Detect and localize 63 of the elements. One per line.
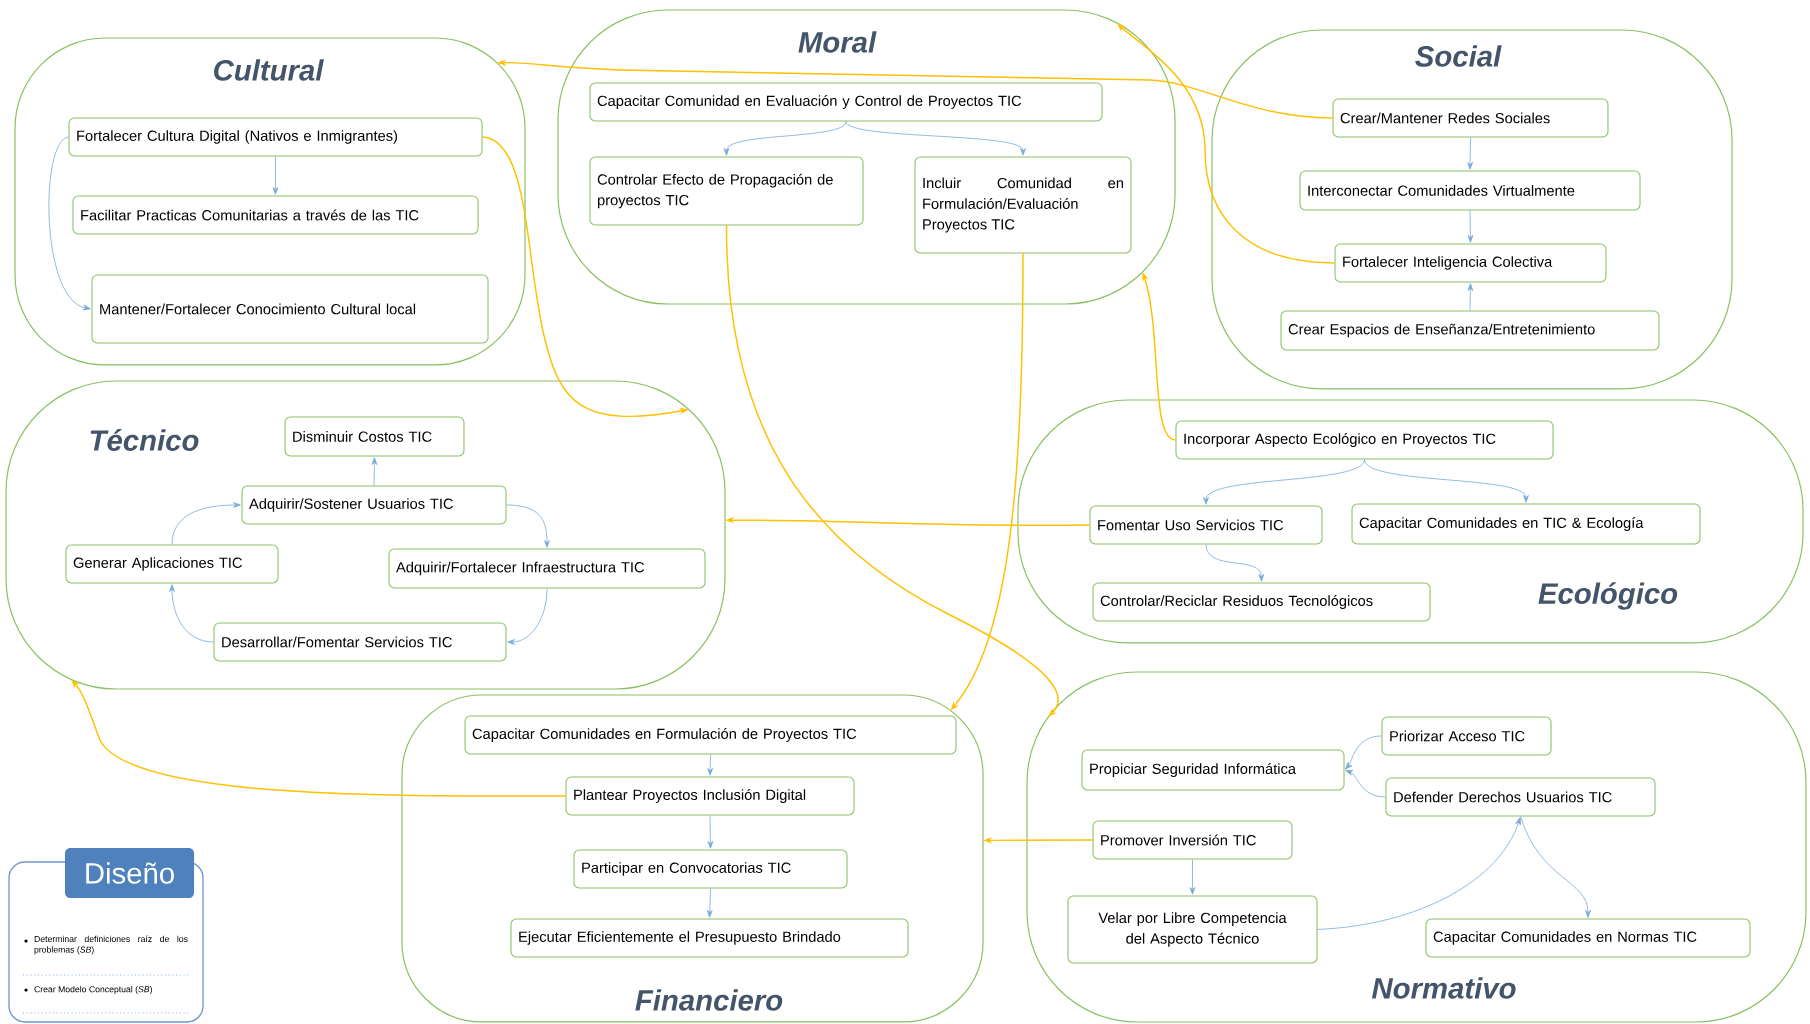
process-box: Priorizar Acceso TIC xyxy=(1381,716,1552,756)
process-box: Adquirir/Sostener Usuarios TIC xyxy=(241,485,507,525)
arrow xyxy=(171,502,241,545)
region-heading: Normativo xyxy=(1372,977,1516,999)
process-box: Propiciar Seguridad Informática xyxy=(1081,749,1345,791)
region-heading: Moral xyxy=(798,31,877,53)
process-box: Capacitar Comunidades en Formulación de Proyectos TIC xyxy=(464,715,957,755)
process-box: Defender Derechos Usuarios TIC xyxy=(1385,777,1656,817)
region-heading: Social xyxy=(1415,45,1502,67)
arrow xyxy=(507,588,548,645)
arrow xyxy=(706,888,713,918)
region-heading: Financiero xyxy=(635,989,783,1011)
region-heading: Ecológico xyxy=(1538,582,1678,610)
arrow xyxy=(845,121,1026,156)
arrow xyxy=(48,136,91,311)
process-box: Capacitar Comunidad en Evaluación y Control de Proyectos TIC xyxy=(589,82,1103,122)
arrow xyxy=(1520,816,1591,918)
process-box: Ejecutar Eficientemente el Presupuesto Brindado xyxy=(510,918,909,958)
arrow xyxy=(1189,859,1196,895)
process-box: Capacitar Comunidades en TIC & Ecología xyxy=(1351,503,1701,545)
process-box: Crear Espacios de Enseñanza/Entretenimiento xyxy=(1280,310,1660,351)
card-heading: Diseño xyxy=(65,848,195,898)
arrow xyxy=(1467,283,1474,311)
process-box: Crear/Mantener Redes Sociales xyxy=(1332,98,1609,138)
bullet-item: Crear Modelo Conceptual (SB) xyxy=(34,985,152,994)
arrow xyxy=(1205,544,1265,582)
process-box: Capacitar Comunidades en Normas TIC xyxy=(1425,918,1751,958)
process-box: Promover Inversión TIC xyxy=(1092,820,1293,860)
region-heading: Técnico xyxy=(90,429,199,451)
process-box: Controlar/Reciclar Residuos Tecnológicos xyxy=(1092,582,1431,622)
process-box: Fortalecer Cultura Digital (Nativos e Inmigrantes) xyxy=(68,117,483,157)
region-heading: Cultural xyxy=(214,59,324,81)
process-box: Controlar Efecto de Propagación de proyectos TIC xyxy=(589,156,864,226)
process-box: Participar en Convocatorias TIC xyxy=(573,849,848,889)
arrow xyxy=(1467,210,1474,243)
process-box: Interconectar Comunidades Virtualmente xyxy=(1299,170,1641,211)
arrow xyxy=(1317,817,1521,930)
arrow xyxy=(371,457,378,486)
arrow xyxy=(707,815,714,849)
arrow xyxy=(1467,137,1473,170)
arrow xyxy=(725,224,1059,717)
process-box: Incluir Comunidad en Formulación/Evaluación Proyectos TIC xyxy=(914,156,1132,254)
arrow xyxy=(1345,770,1386,798)
arrow xyxy=(707,754,714,776)
process-box: Plantear Proyectos Inclusión Digital xyxy=(565,776,855,816)
process-box: Fomentar Uso Servicios TIC xyxy=(1089,505,1323,545)
process-box: Incorporar Aspecto Ecológico en Proyectos TIC xyxy=(1175,420,1554,460)
process-box: Velar por Libre Competencia del Aspecto Técnico xyxy=(1067,895,1318,964)
arrow xyxy=(723,121,847,156)
process-box: Desarrollar/Fomentar Servicios TIC xyxy=(213,622,507,662)
arrow xyxy=(1344,735,1382,770)
process-box: Mantener/Fortalecer Conocimiento Cultural local xyxy=(91,274,489,344)
process-box: Adquirir/Fortalecer Infraestructura TIC xyxy=(388,548,706,589)
arrow xyxy=(272,156,279,195)
arrow xyxy=(1203,459,1365,505)
process-box: Generar Aplicaciones TIC xyxy=(65,544,279,584)
process-box: Facilitar Practicas Comunitarias a través de las TIC xyxy=(72,195,479,235)
bullet-item: Determinar definiciones raíz de los problemas (SB) xyxy=(34,935,188,955)
process-box: Fortalecer Inteligencia Colectiva xyxy=(1334,243,1607,283)
arrow xyxy=(506,504,550,548)
process-box: Disminuir Costos TIC xyxy=(284,416,465,457)
arrow xyxy=(169,584,214,643)
arrow xyxy=(1364,459,1529,503)
